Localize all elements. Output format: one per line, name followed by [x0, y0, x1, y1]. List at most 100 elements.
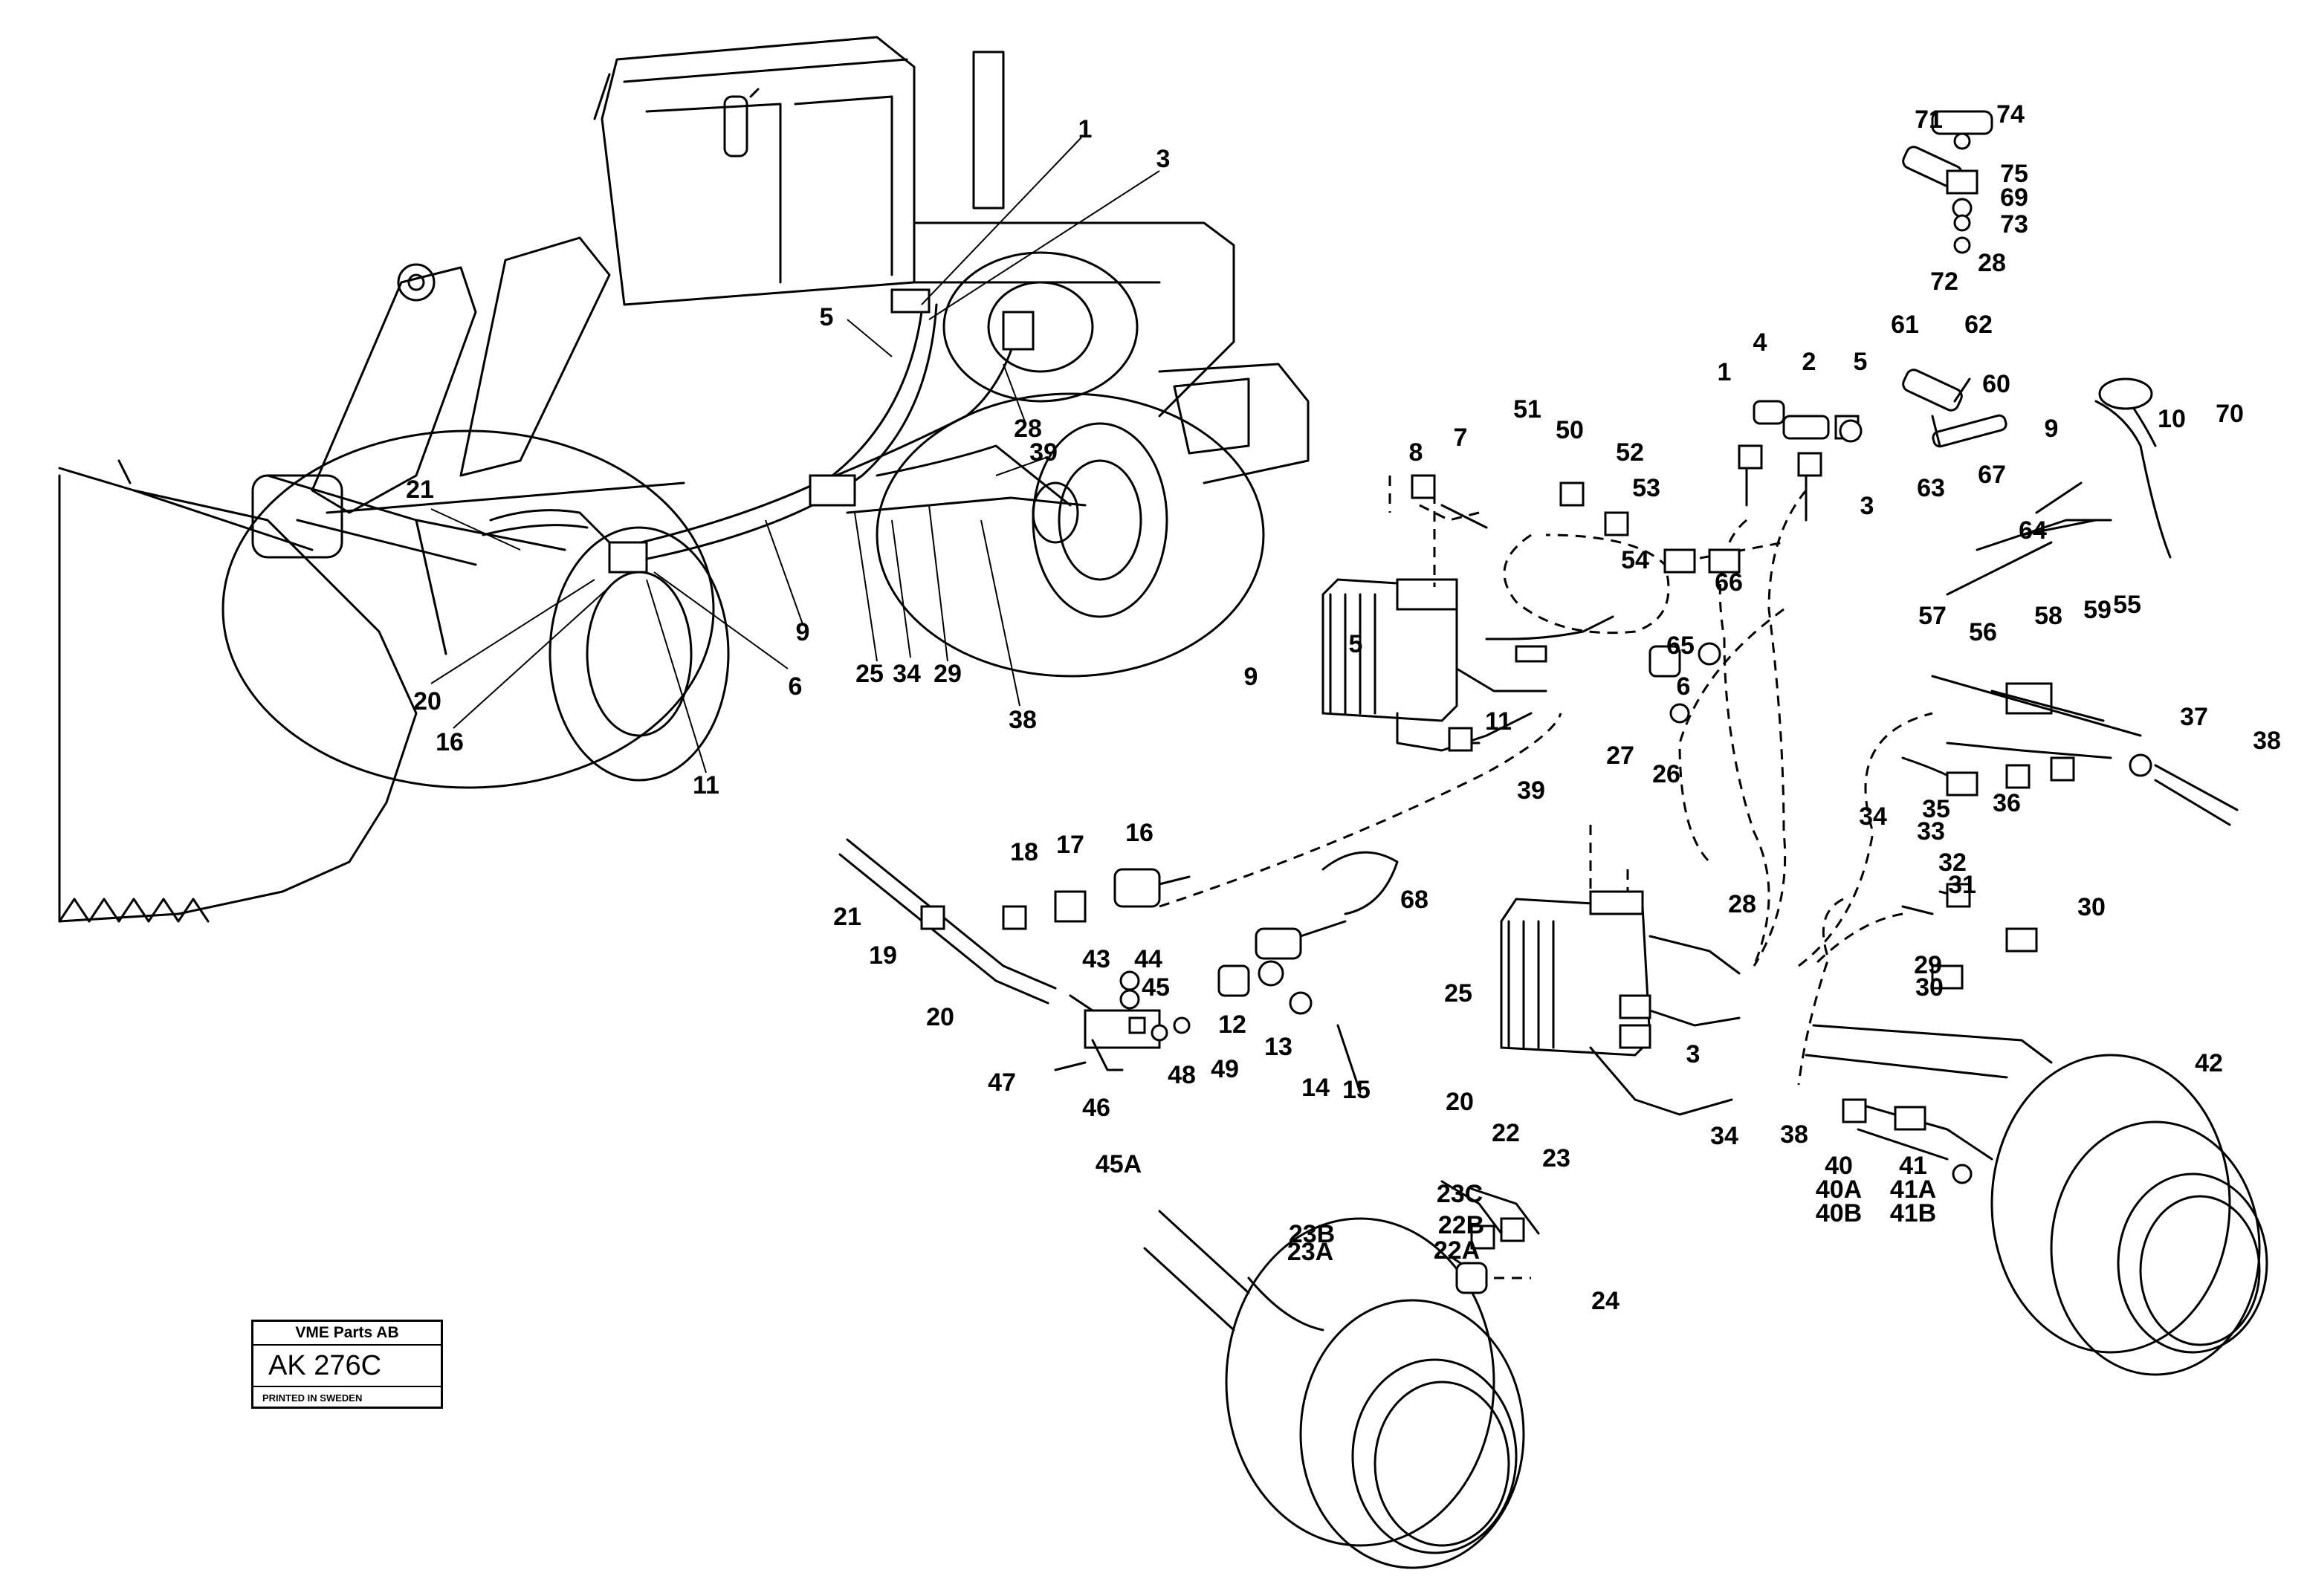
callout-2: 2: [1802, 348, 1816, 376]
callout-45a: 45A: [1096, 1150, 1142, 1178]
fittings-top-right: [1411, 110, 1993, 724]
diagram-code: AK 276C: [253, 1346, 441, 1387]
callout-42: 42: [2195, 1049, 2223, 1077]
printed-note: PRINTED IN SWEDEN: [262, 1392, 363, 1404]
callout-9: 9: [796, 618, 810, 646]
callout-5: 5: [820, 303, 834, 331]
callout-34: 34: [1859, 802, 1887, 831]
callout-58: 58: [2034, 602, 2062, 630]
callout-20: 20: [413, 687, 441, 716]
callout-56: 56: [1969, 618, 1997, 646]
axle-housing-left: [1143, 1180, 1540, 1569]
callout-16: 16: [1125, 819, 1154, 847]
callout-36: 36: [1993, 789, 2021, 817]
callout-15: 15: [1342, 1076, 1371, 1104]
callout-6: 6: [789, 672, 803, 701]
callout-64: 64: [2019, 516, 2047, 545]
callout-28: 28: [1978, 249, 2006, 277]
callout-40: 40: [1825, 1152, 1853, 1180]
callout-33: 33: [1917, 817, 1945, 846]
oil-cooler-lower: [1500, 825, 1741, 1116]
callout-44: 44: [1134, 945, 1162, 973]
callout-39: 39: [1029, 438, 1058, 467]
callout-63: 63: [1917, 474, 1945, 502]
callout-71: 71: [1915, 106, 1943, 134]
callout-46: 46: [1082, 1094, 1110, 1122]
callout-52: 52: [1616, 438, 1644, 467]
callout-5: 5: [1854, 348, 1868, 376]
oil-cooler-upper: [1321, 476, 1614, 752]
callout-7: 7: [1454, 424, 1468, 452]
callout-9: 9: [1244, 663, 1258, 691]
callout-16: 16: [436, 728, 464, 756]
callout-41a: 41A: [1890, 1175, 1936, 1204]
callout-3: 3: [1156, 145, 1171, 173]
callout-14: 14: [1301, 1074, 1330, 1102]
callout-23: 23: [1542, 1144, 1570, 1172]
callout-51: 51: [1513, 395, 1541, 424]
callout-12: 12: [1218, 1011, 1246, 1039]
callout-30: 30: [1915, 973, 1944, 1002]
callout-17: 17: [1056, 831, 1084, 859]
callout-11: 11: [1485, 707, 1512, 736]
callout-34: 34: [893, 660, 921, 688]
callout-23a: 23A: [1287, 1238, 1333, 1266]
callout-35: 35: [1922, 795, 1950, 823]
callout-23b: 23B: [1289, 1220, 1335, 1248]
fittings-lower-left: [838, 838, 1399, 1094]
callout-8: 8: [1409, 438, 1423, 467]
callout-67: 67: [1978, 461, 2006, 489]
callout-49: 49: [1211, 1055, 1239, 1083]
callout-10: 10: [2158, 405, 2186, 433]
company-name: VME Parts AB: [253, 1322, 441, 1346]
callout-25: 25: [855, 660, 884, 688]
callout-53: 53: [1632, 474, 1660, 502]
callout-28: 28: [1014, 415, 1042, 443]
callout-25: 25: [1444, 979, 1472, 1008]
callout-55: 55: [2113, 591, 2141, 619]
callout-3: 3: [1686, 1040, 1701, 1068]
callout-68: 68: [1400, 886, 1428, 914]
callout-22: 22: [1492, 1119, 1520, 1147]
callout-34: 34: [1710, 1122, 1738, 1150]
bracket-clamps: [1901, 146, 2239, 990]
callout-23c: 23C: [1437, 1180, 1483, 1208]
callout-59: 59: [2083, 596, 2112, 624]
callout-50: 50: [1556, 416, 1584, 444]
callout-75: 75: [2000, 160, 2028, 188]
callout-48: 48: [1168, 1061, 1196, 1089]
callout-9: 9: [2045, 415, 2059, 443]
callout-31: 31: [1948, 871, 1976, 899]
callout-73: 73: [2000, 210, 2028, 239]
callout-28: 28: [1728, 890, 1756, 918]
callout-65: 65: [1666, 632, 1695, 660]
callout-61: 61: [1891, 311, 1919, 339]
callout-70: 70: [2216, 400, 2244, 428]
callout-3: 3: [1860, 492, 1874, 520]
callout-32: 32: [1938, 849, 1967, 877]
callout-62: 62: [1964, 311, 1993, 339]
callout-45: 45: [1142, 973, 1170, 1002]
callout-38: 38: [2253, 727, 2281, 755]
callout-1: 1: [1718, 358, 1732, 386]
callout-21: 21: [406, 476, 434, 504]
callout-41: 41: [1899, 1152, 1927, 1180]
wheel-loader-illustration: [58, 36, 1310, 923]
callout-4: 4: [1753, 328, 1767, 357]
callout-20: 20: [1446, 1088, 1474, 1116]
callout-72: 72: [1930, 267, 1958, 296]
axle-housing-right: [1805, 1024, 2268, 1376]
callout-40a: 40A: [1816, 1175, 1862, 1204]
callout-30: 30: [2077, 893, 2106, 921]
callout-22a: 22A: [1434, 1236, 1480, 1265]
callout-74: 74: [1996, 100, 2025, 129]
callout-21: 21: [833, 903, 861, 931]
callout-20: 20: [926, 1003, 954, 1031]
callout-39: 39: [1517, 776, 1545, 805]
callout-37: 37: [2180, 703, 2208, 731]
callout-43: 43: [1082, 945, 1110, 973]
callout-29: 29: [1914, 951, 1942, 979]
callout-18: 18: [1010, 838, 1038, 866]
